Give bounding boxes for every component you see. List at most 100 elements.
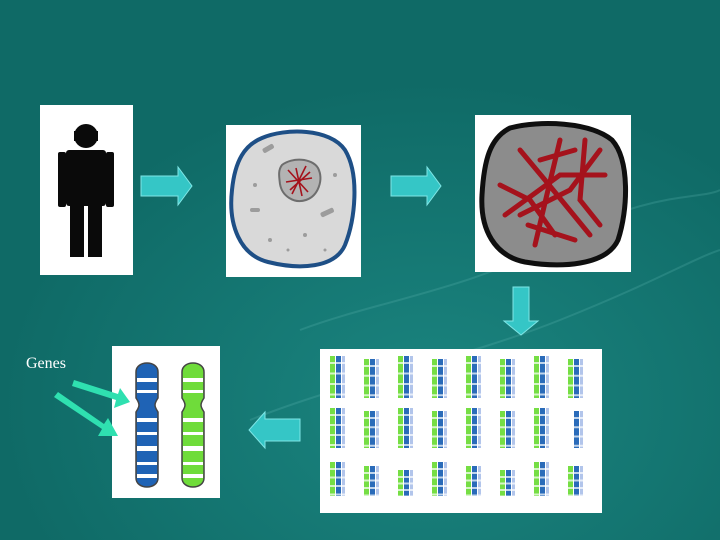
karyotype-band-113 bbox=[342, 462, 345, 496]
karyotype-band-15 bbox=[404, 356, 409, 398]
karyotype-band-98 bbox=[534, 408, 539, 448]
karyotype-stripe-11 bbox=[364, 374, 379, 377]
karyotype-stripe-40 bbox=[500, 384, 515, 387]
genes-pointer-arrows bbox=[54, 380, 130, 436]
karyotype-stripe-165 bbox=[568, 487, 583, 489]
karyotype-stripe-96 bbox=[500, 435, 515, 438]
karyotype-stripe-10 bbox=[364, 365, 379, 367]
karyotype-band-133 bbox=[438, 462, 443, 496]
karyotype-stripe-108 bbox=[568, 426, 583, 429]
karyotype-stripe-60 bbox=[330, 424, 345, 426]
karyotype-band-35 bbox=[500, 359, 505, 398]
karyotype-stripe-122 bbox=[364, 479, 379, 482]
karyotype-stripe-19 bbox=[398, 383, 413, 385]
karyotype-stripe-109 bbox=[568, 435, 583, 438]
karyotype-stripe-82 bbox=[432, 435, 447, 438]
karyotype-stripe-151 bbox=[500, 489, 515, 491]
karyotype-band-105 bbox=[574, 411, 579, 448]
karyotype-stripe-27 bbox=[432, 394, 447, 397]
karyotype-stripe-81 bbox=[432, 426, 447, 429]
karyotype-stripe-68 bbox=[364, 435, 379, 438]
karyotype-stripe-73 bbox=[398, 414, 413, 416]
karyotype-stripe-164 bbox=[568, 479, 583, 482]
karyotype-band-112 bbox=[336, 462, 341, 496]
karyotype-band-21 bbox=[432, 359, 437, 398]
karyotype-stripe-67 bbox=[364, 426, 379, 429]
karyotype-stripe-156 bbox=[534, 468, 549, 470]
karyotype-stripe-4 bbox=[330, 372, 345, 375]
karyotype-stripe-135 bbox=[432, 468, 447, 470]
karyotype-band-23 bbox=[444, 359, 447, 398]
karyotype-band-99 bbox=[540, 408, 545, 448]
karyotype-stripe-101 bbox=[534, 414, 549, 416]
karyotype-band-29 bbox=[472, 356, 477, 398]
karyotype-stripe-142 bbox=[466, 472, 481, 474]
karyotype-stripe-129 bbox=[398, 482, 413, 485]
karyotype-stripe-17 bbox=[398, 362, 413, 364]
karyotype-chromosome-panel bbox=[330, 356, 583, 498]
karyotype-stripe-159 bbox=[534, 493, 549, 496]
karyotype-stripe-123 bbox=[364, 487, 379, 489]
karyotype-stripe-20 bbox=[398, 393, 413, 396]
arrow-right-icon-1 bbox=[140, 165, 193, 207]
karyotype-stripe-76 bbox=[398, 444, 413, 446]
karyotype-band-71 bbox=[404, 408, 409, 448]
karyotype-band-28 bbox=[466, 356, 471, 398]
karyotype-stripe-75 bbox=[398, 434, 413, 436]
karyotype-stripe-97 bbox=[500, 444, 515, 447]
karyotype-band-154 bbox=[540, 462, 545, 496]
karyotype-stripe-24 bbox=[432, 365, 447, 367]
karyotype-stripe-150 bbox=[500, 482, 515, 485]
karyotype-band-16 bbox=[410, 356, 413, 398]
karyotype-stripe-32 bbox=[466, 372, 481, 375]
nucleus-small bbox=[278, 158, 322, 202]
karyotype-band-78 bbox=[438, 411, 443, 448]
pointer-arrow-icon-1 bbox=[72, 380, 130, 408]
karyotype-stripe-144 bbox=[466, 487, 481, 489]
karyotype-stripe-3 bbox=[330, 362, 345, 364]
karyotype-stripe-166 bbox=[568, 494, 583, 497]
karyotype-band-100 bbox=[546, 408, 549, 448]
karyotype-stripe-116 bbox=[330, 485, 345, 487]
karyotype-band-7 bbox=[364, 359, 369, 398]
chromosome-blue bbox=[135, 362, 159, 488]
karyotype-band-85 bbox=[472, 408, 477, 448]
karyotype-stripe-6 bbox=[330, 393, 345, 396]
karyotype-band-84 bbox=[466, 408, 471, 448]
karyotype-stripe-66 bbox=[364, 417, 379, 419]
karyotype-stripe-53 bbox=[568, 374, 583, 377]
karyotype-band-42 bbox=[534, 356, 539, 398]
karyotype-stripe-47 bbox=[534, 383, 549, 385]
genes-label: Genes bbox=[26, 355, 66, 372]
karyotype-stripe-158 bbox=[534, 485, 549, 487]
karyotype-band-30 bbox=[478, 356, 481, 398]
karyotype-band-86 bbox=[478, 408, 481, 448]
nucleus-panel bbox=[475, 115, 631, 272]
karyotype-stripe-104 bbox=[534, 444, 549, 446]
pointer-arrow-icon-2 bbox=[54, 392, 118, 436]
karyotype-stripe-110 bbox=[568, 444, 583, 447]
karyotype-stripe-74 bbox=[398, 424, 413, 426]
chromatin-strands bbox=[497, 137, 608, 248]
karyotype-band-111 bbox=[330, 462, 335, 496]
karyotype-stripe-88 bbox=[466, 424, 481, 426]
karyotype-stripe-114 bbox=[330, 468, 345, 470]
karyotype-band-9 bbox=[376, 359, 379, 398]
karyotype-band-8 bbox=[370, 359, 375, 398]
karyotype-band-1 bbox=[336, 356, 341, 398]
karyotype-stripe-136 bbox=[432, 476, 447, 479]
karyotype-stripe-38 bbox=[500, 365, 515, 367]
karyotype-band-155 bbox=[546, 462, 549, 496]
karyotype-band-63 bbox=[364, 411, 369, 448]
karyotype-stripe-117 bbox=[330, 493, 345, 496]
karyotype-stripe-107 bbox=[568, 417, 583, 419]
karyotype-band-2 bbox=[342, 356, 345, 398]
karyotype-band-22 bbox=[438, 359, 443, 398]
karyotype-stripe-157 bbox=[534, 476, 549, 479]
arrow-down-icon bbox=[502, 286, 540, 336]
karyotype-band-57 bbox=[336, 408, 341, 448]
karyotype-stripe-39 bbox=[500, 374, 515, 377]
karyotype-stripe-48 bbox=[534, 393, 549, 396]
karyotype-stripe-25 bbox=[432, 374, 447, 377]
karyotype-band-43 bbox=[540, 356, 545, 398]
